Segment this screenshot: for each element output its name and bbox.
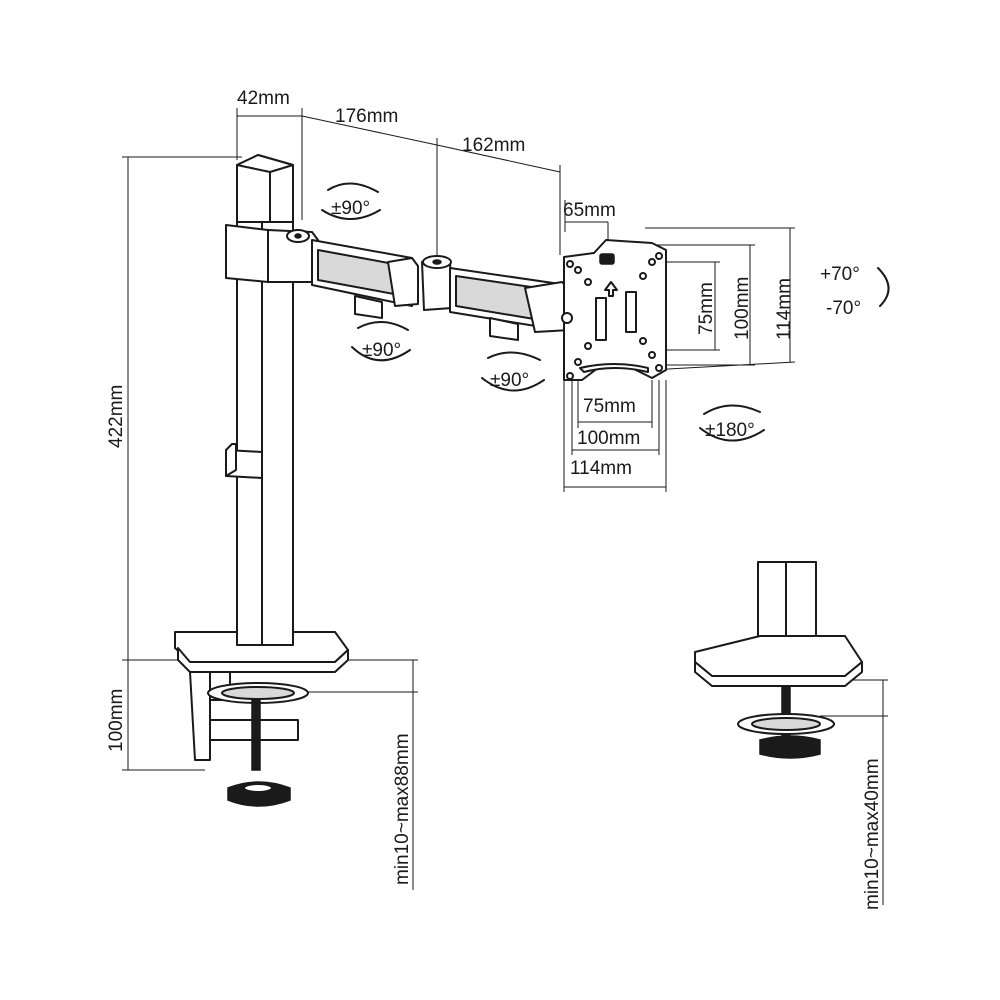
rot-tilt-down: -70°	[826, 298, 861, 319]
desk-base	[174, 631, 349, 673]
elbow-joint	[421, 255, 453, 311]
desk-clamp	[189, 671, 309, 807]
vesa-114-horizontal: 114mm	[570, 458, 632, 479]
rotation-indicators	[321, 182, 890, 442]
labels: 42mm 176mm 162mm 65mm ±90° ±90° ±90° +70…	[106, 88, 883, 910]
clamp-range: min10~max88mm	[392, 733, 413, 885]
rot-rotate: ±180°	[705, 420, 755, 441]
grommet-base	[694, 561, 863, 759]
dim-176mm: 176mm	[335, 106, 398, 127]
vesa-100-horizontal: 100mm	[577, 428, 640, 449]
dim-162mm: 162mm	[462, 135, 525, 156]
rot-pole: ±90°	[331, 198, 370, 219]
vesa-75-vertical: 75mm	[696, 282, 717, 335]
arm-2	[449, 267, 571, 341]
rot-tilt-up: +70°	[820, 264, 860, 285]
dim-100mm-clamp: 100mm	[106, 689, 127, 752]
vesa-plate	[561, 239, 667, 381]
dim-42mm: 42mm	[237, 88, 290, 109]
rot-arm1: ±90°	[362, 340, 401, 361]
pole-collar	[225, 224, 319, 283]
vesa-100-vertical: 100mm	[732, 277, 753, 340]
rot-arm2: ±90°	[490, 370, 529, 391]
vesa-75-horizontal: 75mm	[583, 396, 636, 417]
vesa-114-vertical: 114mm	[774, 278, 795, 340]
dim-422mm: 422mm	[106, 385, 127, 448]
dim-65mm: 65mm	[563, 200, 616, 221]
grommet-range: min10~max40mm	[862, 758, 883, 910]
arm-1	[311, 239, 419, 319]
